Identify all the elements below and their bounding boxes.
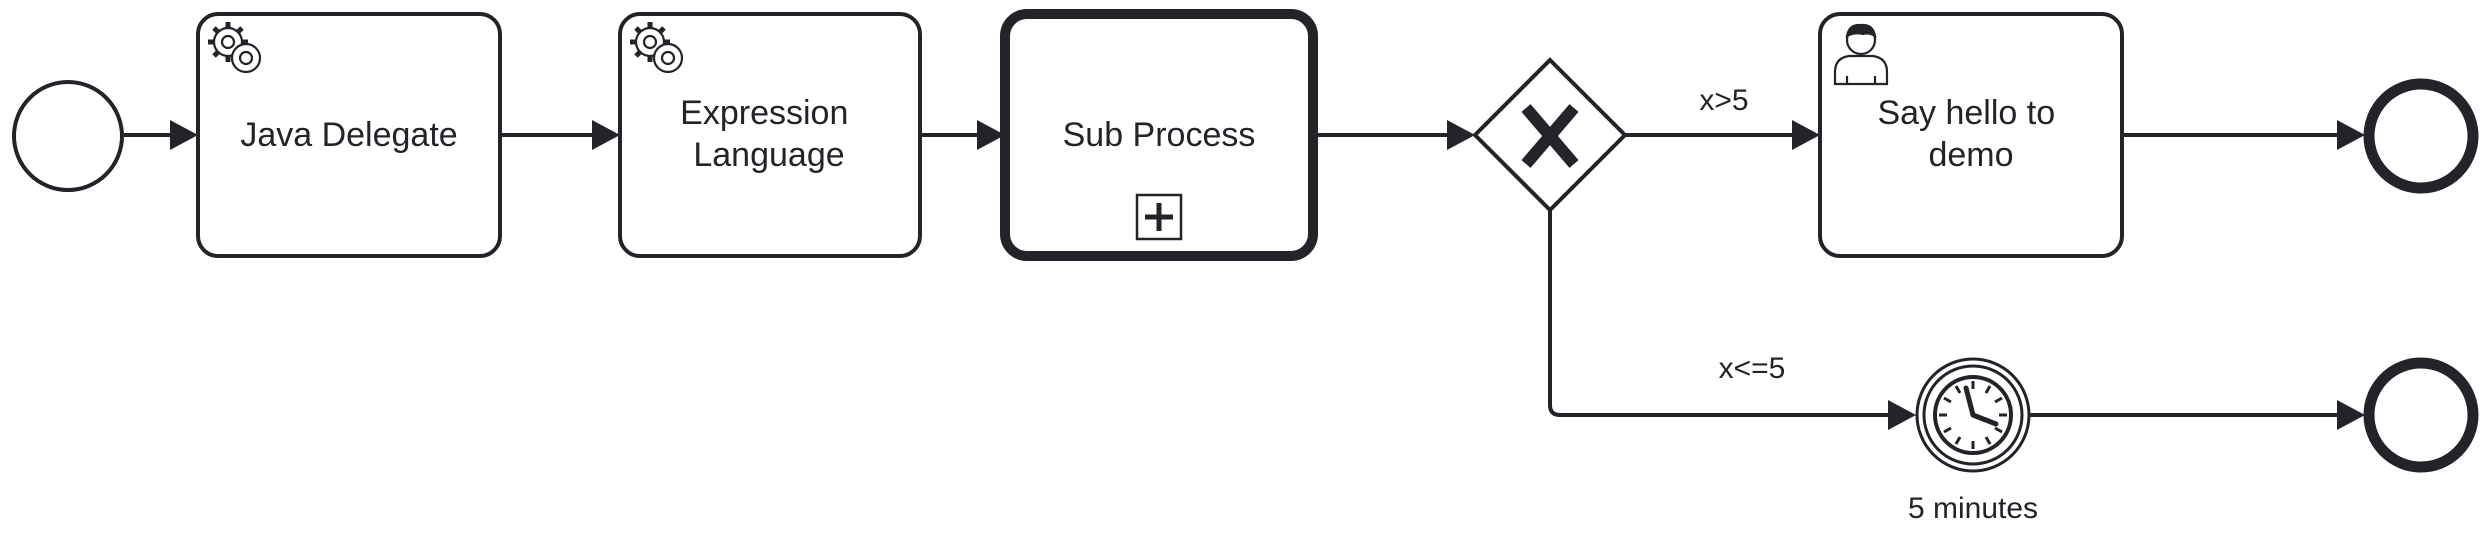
user-icon (1833, 23, 1889, 86)
start-event[interactable] (12, 80, 124, 192)
exclusive-gateway-x-icon (1521, 104, 1579, 168)
gears-icon (630, 22, 684, 74)
task-label-line: Expression (680, 94, 848, 132)
arrow-head (170, 120, 198, 150)
condition-label-upper: x>5 (1699, 84, 1748, 117)
clock-icon (1933, 375, 2013, 455)
task-label-line: Language (693, 136, 844, 174)
subprocess-box (1000, 9, 1318, 261)
sequence-flows (124, 120, 2365, 430)
timer-label: 5 minutes (1908, 492, 2038, 525)
timer-event[interactable]: 5 minutes (1908, 357, 2038, 525)
plus-marker-icon (1135, 193, 1183, 241)
arrow-head (592, 120, 620, 150)
arrow-head (2337, 120, 2365, 150)
gears-icon (208, 22, 262, 74)
condition-label-lower: x<=5 (1719, 352, 1786, 385)
task-expression-language[interactable]: Expression Language (618, 12, 922, 258)
task-label-line: demo (1928, 136, 2013, 174)
arrow-head (2337, 400, 2365, 430)
task-box (618, 12, 922, 258)
end-event-upper[interactable] (2363, 78, 2479, 194)
arrow-head (1792, 120, 1820, 150)
subprocess-label: Sub Process (1063, 116, 1256, 154)
task-label: Expression Language (680, 94, 858, 174)
task-say-hello[interactable]: Say hello to demo (1818, 12, 2124, 258)
task-box (1818, 12, 2124, 258)
arrow-head (977, 120, 1005, 150)
task-java-delegate[interactable]: Java Delegate (196, 12, 502, 258)
task-box (196, 12, 502, 258)
exclusive-gateway[interactable] (1472, 57, 1628, 213)
task-label: Java Delegate (240, 116, 457, 154)
arrow-head (1888, 400, 1916, 430)
end-event-lower[interactable] (2363, 357, 2479, 473)
task-label-line: Say hello to (1877, 94, 2055, 132)
arrow-head (1447, 120, 1475, 150)
task-label: Say hello to demo (1877, 94, 2064, 174)
flow-gateway-to-timer[interactable] (1548, 210, 1896, 417)
subprocess-collapsed[interactable]: Sub Process (1000, 9, 1318, 261)
